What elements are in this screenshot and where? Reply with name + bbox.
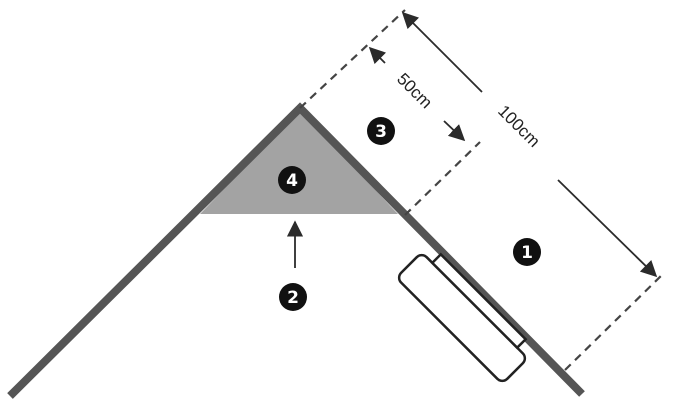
dim-50cm-arrow-end xyxy=(443,120,466,142)
device-panel xyxy=(430,252,528,350)
marker-3: 3 xyxy=(367,117,395,145)
dim-50cm-label: 50cm xyxy=(393,69,436,112)
dim-100cm-label: 100cm xyxy=(494,101,544,151)
marker-4-label: 4 xyxy=(286,171,298,191)
device-unit xyxy=(397,252,528,383)
dashed-boundary-50cm xyxy=(404,141,481,216)
marker-1-label: 1 xyxy=(521,243,533,263)
marker-2-label: 2 xyxy=(287,288,299,308)
marker-4: 4 xyxy=(278,166,306,194)
dim-100cm-arrow-start xyxy=(401,11,483,93)
dim-100cm-arrow-end xyxy=(557,179,658,278)
dashed-boundary-corner xyxy=(299,9,406,109)
marker-1: 1 xyxy=(513,238,541,266)
corner-shaded-zone xyxy=(200,110,398,214)
marker-3-label: 3 xyxy=(375,122,387,142)
dashed-boundary-100cm xyxy=(564,271,666,371)
dim-50cm-arrow-start xyxy=(368,46,387,65)
marker-2: 2 xyxy=(279,283,307,311)
